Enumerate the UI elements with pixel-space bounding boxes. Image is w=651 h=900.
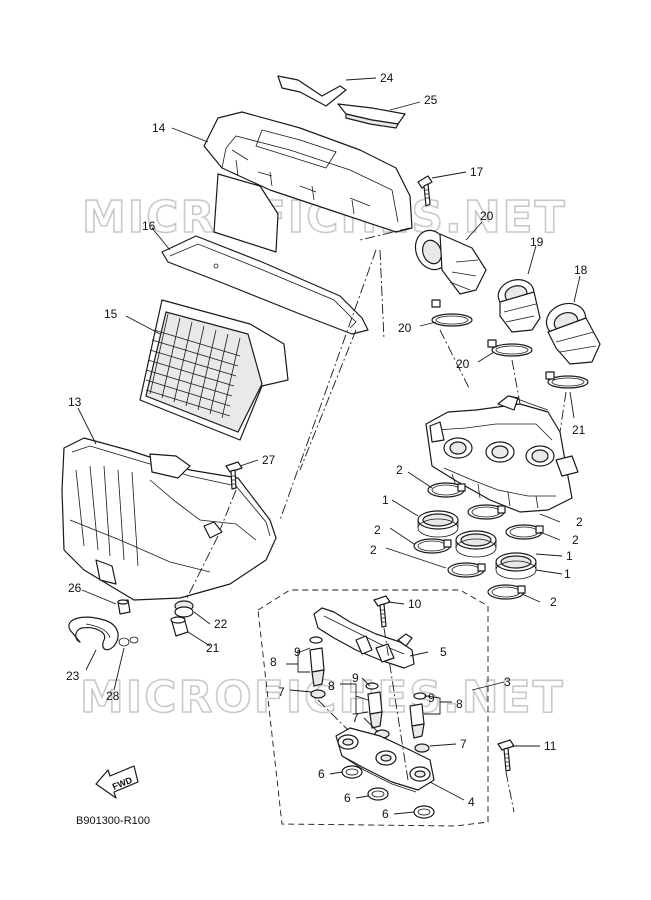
part-27-screw <box>225 461 243 490</box>
part-11-screw <box>497 739 515 772</box>
callout-2-e: 2 <box>572 533 579 547</box>
callout-23: 24 <box>380 71 394 85</box>
part-28-clamp <box>118 636 139 647</box>
callout-8-c: 8 <box>456 697 463 711</box>
callout-6-b: 6 <box>344 791 351 805</box>
callout-27: 27 <box>262 453 276 467</box>
part-23-bracket <box>277 75 347 107</box>
part-19-intake-funnel <box>414 229 487 295</box>
part-17-intake-funnel <box>545 302 601 365</box>
part-4-injector-holder <box>335 727 435 793</box>
part-2-clamp-a <box>427 482 466 498</box>
callout-1-a: 1 <box>382 493 389 507</box>
callout-8-b: 8 <box>328 679 335 693</box>
part-7-seal-c <box>414 743 430 753</box>
part-6-seal-b <box>367 787 389 801</box>
callout-19: 20 <box>480 209 494 223</box>
callout-2-c: 2 <box>370 543 377 557</box>
part-20-clamp-a <box>431 299 473 327</box>
part-2-clamp-c <box>505 524 544 540</box>
part-24-plate <box>337 103 406 129</box>
callout-7-c: 7 <box>460 737 467 751</box>
fuel-rail-group-box <box>257 589 489 827</box>
part-15-gasket <box>161 235 369 335</box>
callout-12: 13 <box>68 395 82 409</box>
callout-5: 5 <box>440 645 447 659</box>
callout-20-a: 20 <box>398 321 412 335</box>
callout-1-b: 1 <box>566 549 573 563</box>
part-13-air-box-cover <box>203 111 413 253</box>
callout-2-d: 2 <box>576 515 583 529</box>
part-5-fuel-delivery-pipe <box>313 607 415 669</box>
callout-14: 15 <box>104 307 118 321</box>
part-2-clamp-e <box>447 562 486 578</box>
callout-8-a: 8 <box>270 655 277 669</box>
part-14-air-filter <box>139 299 289 441</box>
part-2-clamp-f <box>487 584 526 600</box>
callout-22: 22 <box>214 617 228 631</box>
part-6-seal-a <box>341 765 363 779</box>
callout-4: 4 <box>468 795 475 809</box>
callout-3: 3 <box>504 675 511 689</box>
part-7-seal-a <box>310 689 326 699</box>
callout-9-c: 9 <box>428 691 435 705</box>
fwd-arrow-icon: FWD <box>95 765 139 799</box>
part-1-joint-b <box>455 530 497 558</box>
part-21-collar <box>170 616 189 637</box>
callout-11: 11 <box>544 739 557 753</box>
part-1-joint-a <box>417 510 459 538</box>
part-20-clamp-b <box>487 339 533 357</box>
part-25-drain-hose <box>68 616 119 651</box>
part-22-grommet <box>174 600 194 618</box>
part-16-screw <box>417 175 433 207</box>
callout-6-a: 6 <box>318 767 325 781</box>
part-1-joint-c <box>495 552 537 580</box>
callout-17: 18 <box>574 263 588 277</box>
throttle-body-assembly <box>425 395 579 513</box>
reference-code: B901300-R100 <box>76 815 150 827</box>
part-9-o-ring-a <box>309 636 323 644</box>
callout-18: 19 <box>530 235 544 249</box>
callout-15: 16 <box>142 219 156 233</box>
part-2-clamp-b <box>467 504 506 520</box>
callout-21: 21 <box>206 641 220 655</box>
callout-9-a: 9 <box>294 645 301 659</box>
callout-10: 10 <box>408 597 422 611</box>
callout-20-c: 21 <box>572 423 586 437</box>
part-20-clamp-c <box>545 371 589 389</box>
callout-2-a: 2 <box>396 463 403 477</box>
assembly-lines <box>185 227 567 813</box>
callout-24: 25 <box>424 93 438 107</box>
callout-2-b: 2 <box>374 523 381 537</box>
callout-labels: 24 25 14 17 16 20 19 18 20 20 21 15 13 2… <box>66 71 588 821</box>
part-8-injector-c <box>409 703 425 739</box>
part-8-injector-a <box>309 647 325 687</box>
callout-7-a: 7 <box>278 685 285 699</box>
callout-28: 28 <box>106 689 120 703</box>
callout-25: 23 <box>66 669 80 683</box>
callout-16: 17 <box>470 165 484 179</box>
callout-9-b: 9 <box>352 671 359 685</box>
part-8-injector-b <box>367 691 383 729</box>
callout-6-c: 6 <box>382 807 389 821</box>
callout-2-f: 2 <box>550 595 557 609</box>
callout-20-b: 20 <box>456 357 470 371</box>
part-6-seal-c <box>413 805 435 819</box>
leader-lines <box>77 77 581 815</box>
part-26-plug <box>117 599 131 615</box>
part-12-air-box-lower <box>61 437 277 601</box>
part-18-intake-funnel <box>497 279 541 333</box>
callout-7-b: 7 <box>352 711 359 725</box>
callout-1-c: 1 <box>564 567 571 581</box>
part-2-clamp-d <box>413 538 452 554</box>
callout-13: 14 <box>152 121 166 135</box>
part-10-screw <box>373 595 391 628</box>
callout-26: 26 <box>68 581 82 595</box>
